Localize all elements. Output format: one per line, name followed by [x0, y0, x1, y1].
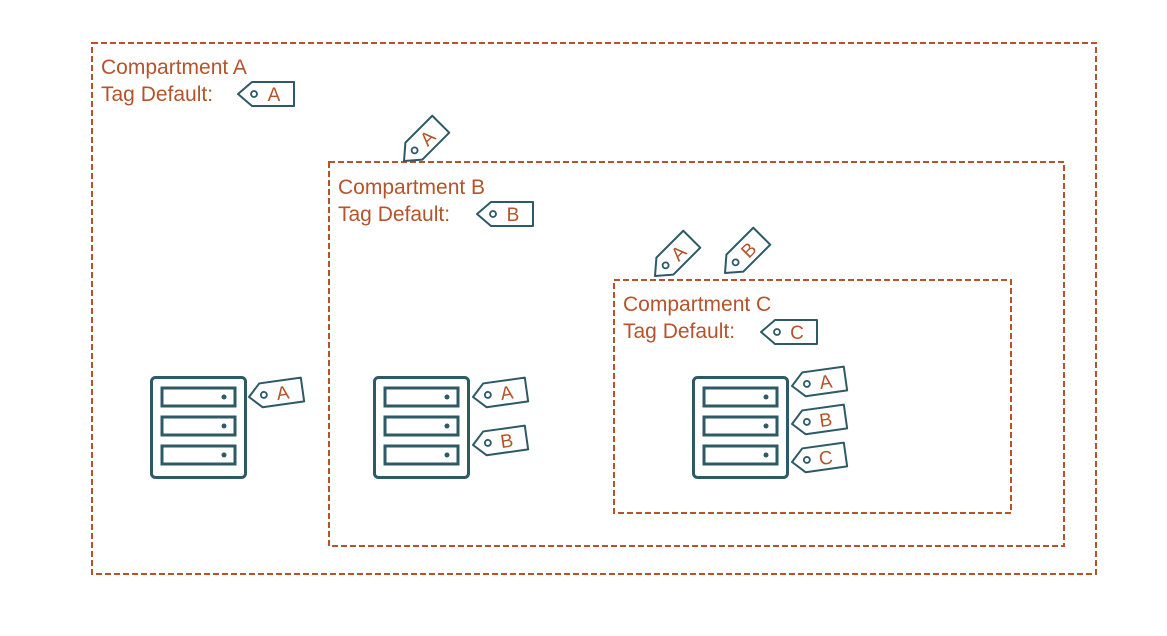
- compartment-b-title: Compartment B: [338, 176, 485, 199]
- compartment-a-default-tag-letter: A: [268, 85, 281, 106]
- compartment-c: Compartment C Tag Default: C A B: [613, 226, 1012, 514]
- server-icon: [373, 376, 470, 479]
- compartment-c-border: [613, 279, 1012, 514]
- server-b-tag-a-letter: A: [499, 382, 515, 405]
- compartment-b-tag-default-label: Tag Default:: [338, 203, 450, 226]
- compartment-c-inherited-tag-a-icon: A: [654, 229, 702, 277]
- server-c-tag-c-letter: C: [818, 447, 835, 470]
- server-c-tag-b-icon: B: [791, 403, 849, 436]
- server-c-tag-a-icon: A: [791, 365, 849, 398]
- compartment-c-inherited-tag-b-letter: B: [737, 239, 761, 263]
- server-b-tag-b-icon: B: [472, 424, 530, 457]
- server-b-tag-b-letter: B: [499, 430, 514, 453]
- server-a-tag-a-icon: A: [248, 376, 306, 409]
- compartment-c-inherited-tag-b-icon: B: [724, 226, 772, 274]
- compartment-a-default-tag-icon: A: [237, 81, 295, 107]
- compartment-b-default-tag-letter: B: [507, 205, 520, 226]
- compartment-b: Compartment B Tag Default: B A: [328, 114, 1065, 547]
- compartment-c-inherited-tag-a-letter: A: [667, 242, 691, 266]
- compartment-b-default-tag-icon: B: [476, 201, 534, 227]
- compartment-c-default-tag-icon: C: [760, 319, 818, 345]
- server-c-tag-b-letter: B: [818, 409, 833, 432]
- compartment-c-default-tag-letter: C: [790, 323, 804, 344]
- compartment-a-tag-default-label: Tag Default:: [101, 83, 213, 106]
- server-icon: [150, 376, 247, 479]
- compartment-a: Compartment A Tag Default: A: [91, 42, 1097, 575]
- server-c-tag-c-icon: C: [791, 441, 849, 474]
- compartment-a-border: [91, 42, 1097, 575]
- server-a: A: [150, 376, 306, 479]
- compartment-c-tag-default-label: Tag Default:: [623, 320, 735, 343]
- compartment-a-title: Compartment A: [101, 56, 247, 79]
- server-icon: [692, 376, 789, 479]
- server-c: A B C: [692, 365, 849, 479]
- server-c-tag-a-letter: A: [818, 371, 834, 394]
- compartment-b-border: [328, 161, 1065, 547]
- server-a-tag-a-letter: A: [275, 382, 291, 405]
- compartment-c-title: Compartment C: [623, 293, 771, 316]
- server-b-tag-a-icon: A: [472, 376, 530, 409]
- compartment-b-inherited-tag-letter: A: [416, 127, 440, 151]
- server-b: A B: [373, 376, 530, 479]
